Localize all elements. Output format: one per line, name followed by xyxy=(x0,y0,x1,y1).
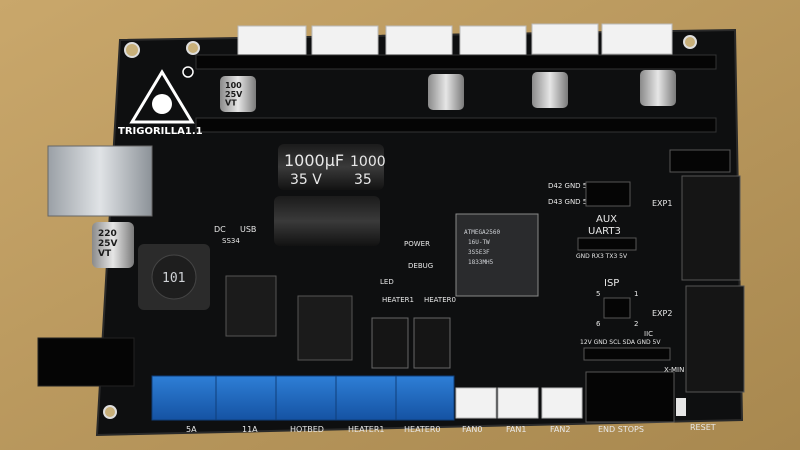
mounting-holes xyxy=(103,35,697,419)
svg-text:FAN2: FAN2 xyxy=(550,425,570,434)
big-capacitors: 1000μF 35 V 1000 35 xyxy=(274,144,386,246)
logo-text: TRIGORILLA1.1 xyxy=(118,126,203,137)
usb-port xyxy=(47,145,153,217)
exp1-connector xyxy=(681,175,741,281)
svg-text:35: 35 xyxy=(354,172,372,188)
uart3-pins: GND RX3 TX3 5V xyxy=(576,253,628,260)
end-stops-header xyxy=(585,371,675,423)
svg-text:HEATER0: HEATER0 xyxy=(404,425,441,434)
svg-text:1000: 1000 xyxy=(350,154,386,170)
isp-header xyxy=(603,297,631,319)
heater0-label: HEATER0 xyxy=(424,296,456,304)
power-label: POWER xyxy=(404,240,430,248)
uart3-header xyxy=(577,237,637,251)
svg-text:35 V: 35 V xyxy=(290,172,322,188)
exp1-label: EXP1 xyxy=(652,199,672,208)
led-label: LED xyxy=(380,278,394,286)
iic-label: IIC xyxy=(644,330,653,338)
heater1-label: HEATER1 xyxy=(382,296,414,304)
mcu-chip: ATMEGA2560 16U-TW 3S5E3F 1833MH5 xyxy=(455,213,539,297)
end-stops-label: END STOPS xyxy=(598,425,644,434)
svg-text:2: 2 xyxy=(634,320,638,328)
usb-label: USB xyxy=(240,225,256,234)
svg-text:HOTBED: HOTBED xyxy=(290,425,324,434)
terminal-blocks xyxy=(151,375,455,421)
iic-pins: 12V GND SCL SDA GND 5V xyxy=(580,339,661,346)
reset-button[interactable] xyxy=(676,398,686,416)
xmin-label: X-MIN xyxy=(664,366,684,374)
ss34-label: SS34 xyxy=(222,237,240,245)
exp2-connector xyxy=(685,285,745,393)
svg-text:1: 1 xyxy=(634,290,638,298)
dc-label: DC xyxy=(214,225,226,234)
svg-text:6: 6 xyxy=(596,320,601,328)
svg-text:FAN0: FAN0 xyxy=(462,425,482,434)
inductor: 101 xyxy=(138,244,210,310)
svg-text:HEATER1: HEATER1 xyxy=(348,425,385,434)
debug-label: DEBUG xyxy=(408,262,433,270)
driver-headers xyxy=(195,54,717,133)
uart3-label: UART3 xyxy=(588,226,621,237)
svg-text:101: 101 xyxy=(162,271,185,286)
fan-connectors xyxy=(455,387,583,419)
aux-header xyxy=(585,181,631,207)
trigorilla-logo: TRIGORILLA1.1 xyxy=(118,66,203,137)
isp-label: ISP xyxy=(604,278,619,289)
svg-text:11A: 11A xyxy=(242,425,258,434)
svg-text:FAN1: FAN1 xyxy=(506,425,526,434)
d43-label: D43 GND 5V xyxy=(548,198,592,206)
terminal-labels: 5A 11A HOTBED HEATER1 HEATER0 FAN0 FAN1 … xyxy=(186,425,570,434)
dc-jack xyxy=(37,337,135,387)
reset-label: RESET xyxy=(690,423,716,432)
iic-header xyxy=(583,347,671,361)
svg-text:1000μF: 1000μF xyxy=(284,151,344,170)
exp2-label: EXP2 xyxy=(652,309,672,318)
svg-text:16U-TW: 16U-TW xyxy=(468,239,490,246)
voltage-regulators xyxy=(225,275,451,369)
svg-text:5A: 5A xyxy=(186,425,197,434)
svg-text:ATMEGA2560: ATMEGA2560 xyxy=(464,229,501,236)
svg-text:3S5E3F: 3S5E3F xyxy=(468,249,490,256)
d42-label: D42 GND 5V xyxy=(548,182,592,190)
svg-text:5: 5 xyxy=(596,290,600,298)
exp1-small-header xyxy=(669,149,731,173)
svg-text:1833MH5: 1833MH5 xyxy=(468,259,494,266)
aux-label: AUX xyxy=(596,214,617,225)
top-connectors xyxy=(237,23,673,57)
